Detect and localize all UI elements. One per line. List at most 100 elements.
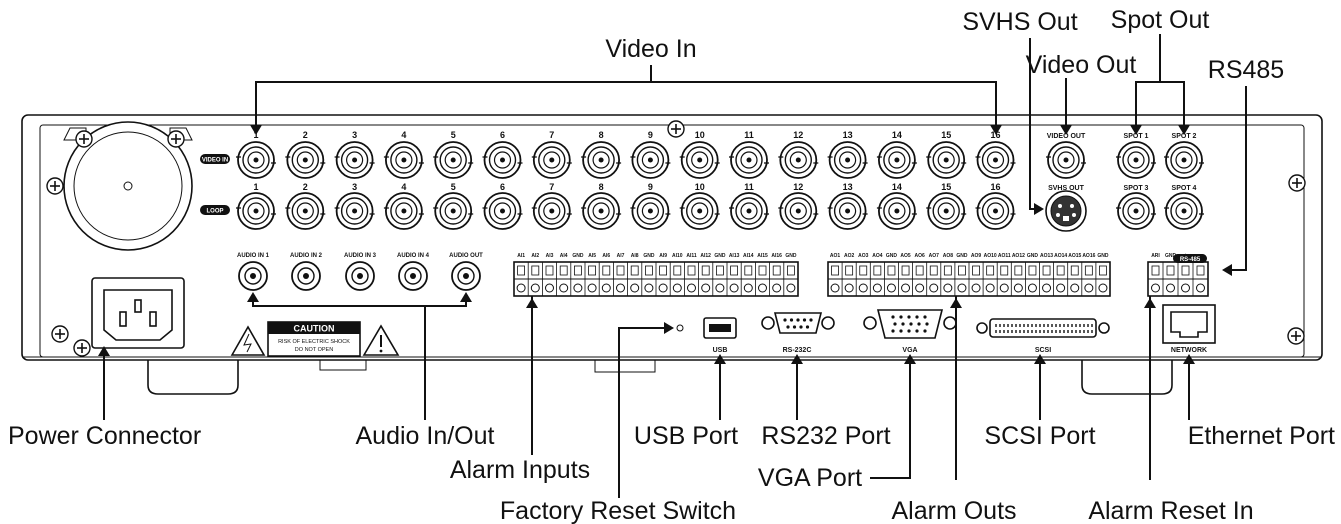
video-in-number: 3 <box>352 130 357 140</box>
rs232-label: RS-232C <box>783 347 812 354</box>
terminal-label: GND <box>956 253 968 259</box>
pin <box>891 329 895 333</box>
spot1-bnc <box>1116 141 1156 179</box>
pin <box>915 329 919 333</box>
caution-line2: DO NOT OPEN <box>295 347 333 353</box>
arrowhead <box>1178 125 1190 135</box>
fan-hub <box>123 181 133 191</box>
terminal-label: GND <box>643 253 655 259</box>
arrowhead <box>250 125 262 135</box>
scsi-screw-right <box>1098 322 1110 334</box>
audio-jack-label: AUDIO IN 1 <box>237 253 270 259</box>
terminal-label: AO14 <box>1054 253 1067 259</box>
video-in-number: 13 <box>843 130 853 140</box>
label-alarm-inputs: Alarm Inputs <box>450 456 590 484</box>
terminal-label: AI12 <box>700 253 711 259</box>
pin <box>917 322 921 326</box>
audio-jack-label: AUDIO IN 2 <box>290 253 323 259</box>
terminal-label: AI7 <box>617 253 625 259</box>
svhs-pin-1 <box>1058 204 1062 208</box>
video-in-number: 5 <box>451 130 456 140</box>
pin <box>907 315 911 319</box>
pin <box>792 325 797 329</box>
terminal-label: ARI <box>1151 253 1160 259</box>
terminal-label: GND <box>714 253 726 259</box>
power-pin-right <box>149 311 157 327</box>
vga-pins <box>891 315 929 333</box>
loop-number: 14 <box>892 182 902 192</box>
pin <box>805 325 810 329</box>
vga-screw-right <box>943 316 957 330</box>
spot4-label: SPOT 4 <box>1172 185 1197 192</box>
screw-icon <box>75 130 93 148</box>
audio-rca-jack <box>291 261 321 291</box>
vga-lead <box>870 356 911 479</box>
screw-icon <box>46 177 64 195</box>
arrowhead <box>98 346 110 356</box>
video-in-bnc <box>729 141 769 179</box>
terminal-label: AO3 <box>858 253 869 259</box>
screw-icon <box>167 130 185 148</box>
audio-jack-label: AUDIO IN 4 <box>397 253 430 259</box>
terminal-label: AI16 <box>771 253 782 259</box>
scsi-label: SCSI <box>1035 347 1051 354</box>
screw-icon <box>1287 327 1305 345</box>
video-in-number: 12 <box>793 130 803 140</box>
network-label: NETWORK <box>1171 347 1207 354</box>
audio-rca-jack <box>238 261 268 291</box>
label-spot-out: Spot Out <box>1111 6 1210 34</box>
video-in-tag <box>200 154 230 164</box>
terminal-label: AI14 <box>743 253 754 259</box>
spot1-label: SPOT 1 <box>1124 133 1149 140</box>
video-in-number: 16 <box>990 130 1000 140</box>
rj45-socket <box>1170 311 1208 338</box>
video-in-number: 15 <box>941 130 951 140</box>
video-in-bnc <box>433 141 474 179</box>
foot-left <box>147 360 239 395</box>
usb-label: USB <box>713 347 728 354</box>
loop-number: 10 <box>695 182 705 192</box>
video-outputs: VIDEO OUT SVHS OUT SPOT 1 SPOT 2 SPOT 3 … <box>1045 133 1197 232</box>
video-in-bnc <box>236 141 276 179</box>
loop-number: 5 <box>451 182 456 192</box>
rs232-port: RS-232C <box>761 312 835 354</box>
label-power-connector: Power Connector <box>8 422 201 450</box>
loop-number: 8 <box>599 182 604 192</box>
video-out-bnc <box>1046 141 1086 179</box>
terminal-label: GND <box>572 253 584 259</box>
svhs-port-face <box>1050 195 1082 227</box>
pin <box>923 315 927 319</box>
terminal-label: AO5 <box>900 253 911 259</box>
terminal-label: AI6 <box>602 253 610 259</box>
loop-number: 9 <box>648 182 653 192</box>
rs485-tag <box>1173 254 1207 263</box>
terminal-label: AO1 <box>830 253 841 259</box>
svhs-out-label: SVHS OUT <box>1048 185 1085 192</box>
terminal-label: AI13 <box>729 253 740 259</box>
arrowhead <box>1034 203 1044 215</box>
rs232-screw-left <box>761 316 775 330</box>
terminal-label: AI3 <box>546 253 554 259</box>
terminal-label: AO10 <box>984 253 997 259</box>
pin <box>783 318 787 322</box>
attention-dot <box>379 349 383 353</box>
label-video-out: Video Out <box>1026 51 1137 79</box>
pin <box>891 315 895 319</box>
loop-number: 1 <box>253 182 258 192</box>
usb-port: USB <box>703 317 737 354</box>
screw-icon <box>51 325 69 343</box>
caution-label: CAUTION RISK OF ELECTRIC SHOCK DO NOT OP… <box>230 321 400 357</box>
rs232-shell <box>773 312 823 334</box>
svhs-key <box>1063 216 1069 221</box>
loop-bnc <box>334 192 375 230</box>
loop-bnc <box>433 192 474 230</box>
video-in-bnc <box>876 141 917 179</box>
arrowhead <box>791 354 803 364</box>
pin <box>789 318 794 322</box>
loop-bnc <box>975 192 1016 230</box>
fan-ring-outer <box>63 121 193 251</box>
